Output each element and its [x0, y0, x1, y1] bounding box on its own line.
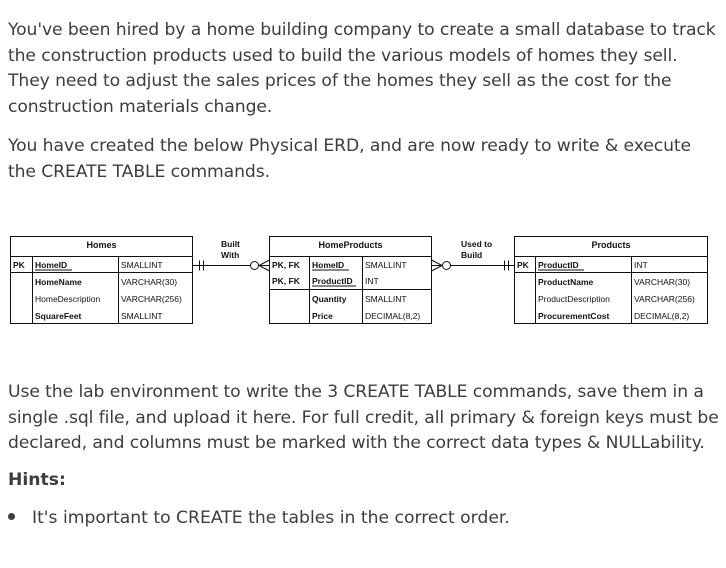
- products-column-name: ProductID: [538, 260, 579, 270]
- products-column-type: VARCHAR(30): [634, 277, 690, 287]
- homes-column-type: SMALLINT: [121, 260, 163, 270]
- built-with-label-line1: Built: [221, 239, 240, 249]
- intro-paragraph-1: You've been hired by a home building com…: [8, 20, 716, 117]
- products-column-type: DECIMAL(8,2): [634, 311, 689, 321]
- used-to-build-label-line2: Build: [461, 250, 482, 260]
- homes-pk-label: PK: [13, 260, 26, 270]
- products-entity-box: [514, 236, 708, 324]
- homes-column-name: HomeDescription: [35, 294, 100, 304]
- homeproducts-entity-box: [269, 236, 432, 324]
- hints-heading: Hints:: [8, 470, 66, 490]
- bullet-icon: [8, 512, 15, 520]
- built-with-label-line2: With: [221, 250, 239, 260]
- products-pk-label: PK: [517, 260, 530, 270]
- homes-column-name: HomeName: [35, 277, 82, 287]
- instructions-paragraph: Use the lab environment to write the 3 C…: [8, 382, 719, 453]
- homes-column-name: SquareFeet: [35, 311, 81, 321]
- homeproducts-column-name: Price: [312, 311, 333, 321]
- products-column-type: INT: [634, 260, 648, 270]
- hint-list-item: It's important to CREATE the tables in t…: [8, 508, 510, 528]
- products-column-name: ProcurementCost: [538, 311, 609, 321]
- products-column-name: ProductDescription: [538, 294, 610, 304]
- homeproducts-column-type: DECIMAL(8,2): [365, 311, 420, 321]
- products-entity-title: Products: [591, 240, 630, 250]
- homeproducts-column-name: Quantity: [312, 294, 347, 304]
- products-column-name: ProductName: [538, 277, 594, 287]
- homeproducts-column-name: ProductID: [312, 276, 353, 286]
- homeproducts-column-type: SMALLINT: [365, 294, 407, 304]
- homes-column-type: SMALLINT: [121, 311, 163, 321]
- homeproducts-entity-title: HomeProducts: [318, 240, 382, 250]
- homes-column-type: VARCHAR(30): [121, 277, 177, 287]
- intro-paragraph-2: You have created the below Physical ERD,…: [8, 136, 691, 182]
- homes-entity-box: [10, 236, 193, 324]
- homes-entity-title: Homes: [86, 240, 116, 250]
- used-to-build-label-line1: Used to: [461, 239, 492, 249]
- homeproducts-column-type: SMALLINT: [365, 260, 407, 270]
- physical-erd-diagram: Built With Used to Build Homes PK HomeID…: [10, 236, 708, 324]
- homeproducts-key-label: PK, FK: [272, 260, 301, 270]
- homes-column-type: VARCHAR(256): [121, 294, 182, 304]
- homes-column-name: HomeID: [35, 260, 67, 270]
- built-with-relationship-line: [192, 259, 270, 272]
- homeproducts-column-type: INT: [365, 276, 379, 286]
- products-column-type: VARCHAR(256): [634, 294, 695, 304]
- hint-text: It's important to CREATE the tables in t…: [32, 508, 510, 528]
- used-to-build-relationship-line: [431, 259, 515, 272]
- homeproducts-key-label: PK, FK: [272, 276, 301, 286]
- homeproducts-column-name: HomeID: [312, 260, 344, 270]
